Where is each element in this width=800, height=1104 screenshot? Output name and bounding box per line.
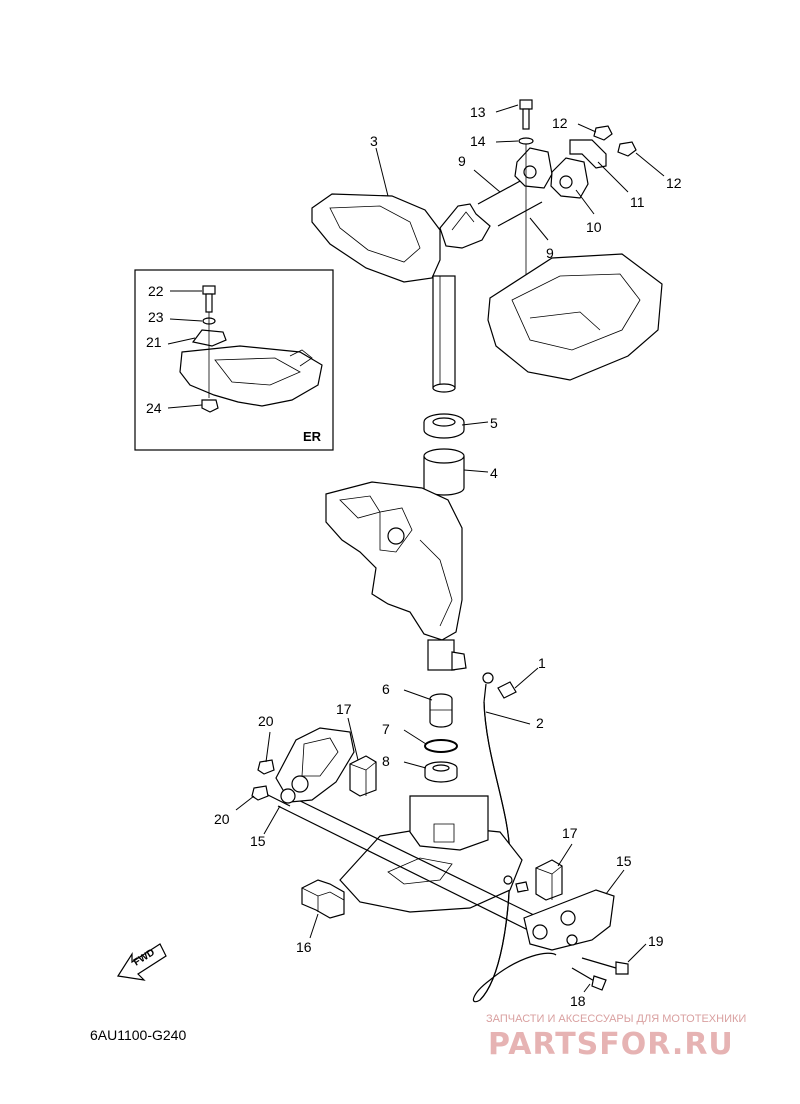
part-15-clamp-left (275, 727, 355, 804)
inset-bracket (179, 345, 323, 407)
through-rods (265, 793, 541, 931)
callout-20b: 20 (214, 811, 230, 827)
part-17-block-right (535, 859, 563, 901)
part-13-bolt (519, 99, 533, 130)
diagram-code: 6AU1100-G240 (90, 1027, 186, 1043)
callout-8: 8 (382, 753, 390, 769)
callout-5: 5 (490, 415, 498, 431)
upper-casing (487, 253, 663, 381)
callout-14: 14 (470, 133, 486, 149)
callout-2: 2 (536, 715, 544, 731)
part-11-bracket (569, 139, 607, 169)
part-16-block (301, 879, 345, 919)
part-10-mounts (514, 147, 589, 199)
part-20-nut-b (251, 785, 269, 801)
callout-23: 23 (148, 309, 164, 325)
callout-12b: 12 (666, 175, 682, 191)
callout-6: 6 (382, 681, 390, 697)
callout-3: 3 (370, 133, 378, 149)
callout-17a: 17 (336, 701, 352, 717)
callout-10: 10 (586, 219, 602, 235)
part-3-steering-bracket (311, 193, 491, 393)
callout-19: 19 (648, 933, 664, 949)
callout-15a: 15 (250, 833, 266, 849)
lower-mount-housing (339, 795, 523, 913)
part-6-bushing (429, 693, 453, 728)
callout-24: 24 (146, 400, 162, 416)
callout-9b: 9 (546, 245, 554, 261)
part-19-bolt (581, 957, 629, 975)
part-24-nut (201, 399, 219, 413)
callout-22: 22 (148, 283, 164, 299)
part-4-bushing (423, 448, 465, 496)
inset-label-er: ER (303, 429, 322, 444)
callout-13: 13 (470, 104, 486, 120)
part-5-bushing (423, 413, 465, 439)
watermark: ЗАПЧАСТИ И АКСЕССУАРЫ ДЛЯ МОТОТЕХНИКИ PA… (486, 1013, 746, 1062)
watermark-tagline: ЗАПЧАСТИ И АКСЕССУАРЫ ДЛЯ МОТОТЕХНИКИ (486, 1013, 746, 1025)
er-inset: 22 23 21 24 ER (134, 269, 334, 451)
callout-18: 18 (570, 993, 586, 1009)
leader-lines (235, 104, 665, 993)
part-12-nut-a (593, 125, 613, 141)
callout-labels: 13 14 12 12 11 10 9 9 3 5 4 1 2 6 7 8 17… (214, 104, 682, 1009)
part-17-block-left (349, 755, 377, 797)
part-12-nut-b (617, 141, 637, 157)
part-20-nut-a (257, 759, 275, 775)
part-14-washer (518, 137, 534, 145)
part-18-bolt (571, 967, 607, 991)
callout-9a: 9 (458, 153, 466, 169)
callout-16: 16 (296, 939, 312, 955)
callout-15b: 15 (616, 853, 632, 869)
part-7-o-ring (424, 739, 458, 753)
watermark-brand: PARTSFOR.RU (488, 1027, 734, 1062)
part-21-plate (191, 329, 227, 347)
callout-21: 21 (146, 334, 162, 350)
callout-11: 11 (630, 194, 645, 210)
swivel-bracket (325, 481, 467, 671)
part-8-seal (424, 761, 458, 783)
callout-20a: 20 (258, 713, 274, 729)
steering-shaft (432, 275, 456, 389)
callout-17b: 17 (562, 825, 578, 841)
part-1-screw (497, 681, 517, 699)
part-15-clamp-right (523, 889, 615, 951)
fwd-arrow-icon: FWD (117, 943, 167, 981)
callout-4: 4 (490, 465, 498, 481)
callout-7: 7 (382, 721, 390, 737)
callout-1: 1 (538, 655, 546, 671)
callout-12a: 12 (552, 115, 568, 131)
part-22-bolt (202, 285, 216, 313)
